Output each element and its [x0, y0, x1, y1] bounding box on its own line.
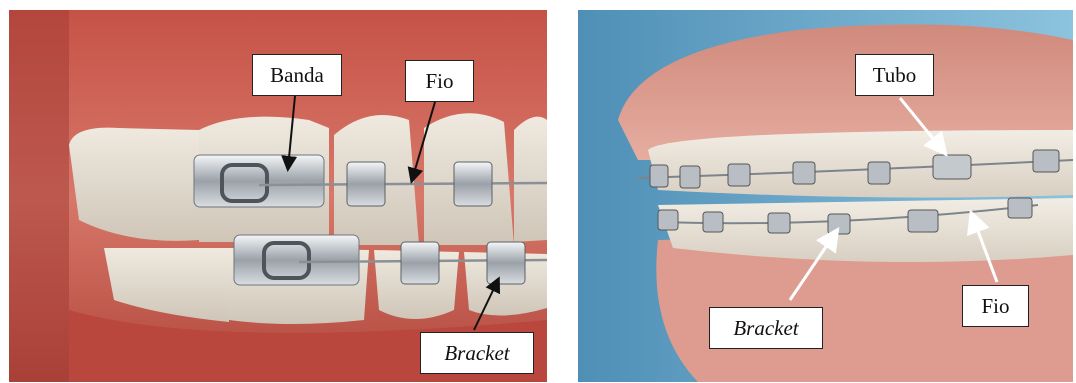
label-tubo: Tubo: [855, 54, 934, 96]
label-bracket-right: Bracket: [709, 307, 823, 349]
label-fio-left: Fio: [405, 60, 474, 102]
left-braces-illustration: Banda Fio Bracket: [9, 10, 547, 382]
label-banda: Banda: [252, 54, 342, 96]
right-braces-illustration: Tubo Fio Bracket: [578, 10, 1073, 382]
label-fio-right: Fio: [962, 285, 1029, 327]
label-bracket-left: Bracket: [420, 332, 534, 374]
